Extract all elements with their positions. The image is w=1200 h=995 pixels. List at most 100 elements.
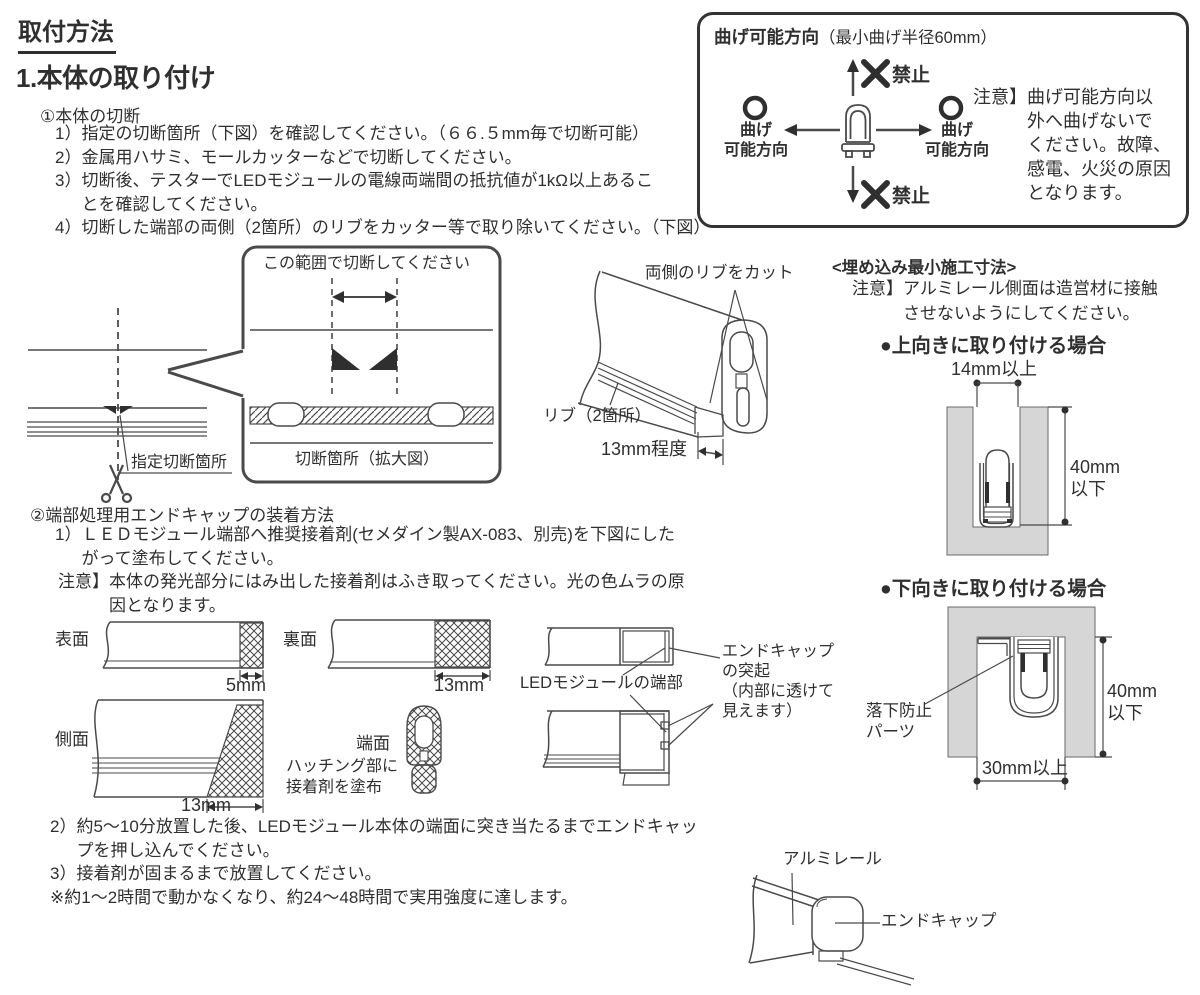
downward-install-art: [924, 606, 1112, 790]
downward-case-heading: ●下向きに取り付ける場合: [880, 578, 1107, 600]
step-text: 約1～2時間で動かなくなり、約24～48時間で実用強度に達します。: [64, 887, 578, 907]
cutting-steps: 1）指定の切断箇所（下図）を確認してください。（６６.５mm毎で切断可能） 2）…: [55, 122, 710, 240]
hatch-note-label: ハッチング部に 接着剤を塗布: [286, 758, 399, 796]
led-module-section: [985, 449, 1010, 507]
note-body: アルミレール側面は造営材に接触 させないようにしてください。: [903, 279, 1158, 323]
bend-box-title-note: （最小曲げ半径60mm）: [819, 29, 997, 47]
upward-install-art: [946, 379, 1072, 556]
prohibited-x-icon: [861, 180, 890, 209]
downward-width-dim: 30mm以上: [982, 758, 1069, 778]
prohibited-label: 禁止: [892, 65, 931, 86]
prohibited-label: 禁止: [892, 186, 931, 207]
step-text: 切断後、テスターでLEDモジュールの電線両端間の抵抗値が1kΩ以上あるこ とを確…: [81, 171, 653, 214]
led-module-section: [1020, 653, 1048, 699]
allowed-direction-label: 曲げ 可能方向: [924, 122, 989, 159]
bend-direction-box: 曲げ可能方向 （最小曲げ半径60mm） 禁止 禁止 曲げ 可能方向 曲げ 可能方…: [697, 12, 1189, 228]
prohibited-x-icon: [861, 59, 890, 88]
step-number: 2）: [50, 817, 77, 836]
back-face-strip: [327, 619, 491, 681]
module-end-label: LEDモジュールの端部: [520, 674, 683, 692]
step-item: 1）指定の切断箇所（下図）を確認してください。（６６.５mm毎で切断可能）: [55, 122, 710, 146]
cutting-section-label: ①本体の切断: [40, 107, 141, 126]
step-text: ＬＥＤモジュール端部へ推奨接着剤(セメダイン製AX-083、別売)を下図にした …: [81, 525, 675, 568]
upward-case-heading: ●上向きに取り付ける場合: [880, 335, 1107, 357]
up-arrow-icon: [847, 59, 859, 96]
step-text: 切断した端部の両側（2箇所）のリブをカッター等で取り除いてください。（下図）: [81, 218, 711, 237]
endcap-shape: [811, 896, 864, 952]
step-number: 3）: [55, 171, 82, 190]
step-item: 2）約5～10分放置した後、LEDモジュール本体の端面に突き当たるまでエンドキャ…: [50, 815, 698, 862]
step-item: ※約1～2時間で動かなくなり、約24～48時間で実用強度に達します。: [50, 886, 698, 910]
side-face-strip: [92, 699, 264, 813]
side-face-dim: 13mm: [181, 795, 232, 815]
step-text: 金属用ハサミ、モールカッターなどで切断してください。: [81, 147, 522, 167]
step-number: 1）: [55, 525, 82, 544]
endcap-label: エンドキャップ: [881, 912, 997, 930]
endcap-steps-after: 2）約5～10分放置した後、LEDモジュール本体の端面に突き当たるまでエンドキャ…: [50, 815, 698, 909]
ribs-label: リブ（2箇所）: [543, 407, 652, 425]
building-material-block: [946, 406, 1049, 556]
cut-both-ribs-label: 両側のリブをカット: [645, 264, 794, 282]
aluminum-rail-label: アルミレール: [783, 850, 882, 868]
endcap-section-label: ②端部処理用エンドキャップの装着方法: [30, 506, 335, 525]
bend-direction-art: [742, 59, 964, 209]
rib-cut-art: [577, 270, 768, 465]
note-label: 注意】: [973, 87, 1027, 107]
fall-prevention-label: 落下防止 パーツ: [866, 702, 932, 741]
front-face-strip: [102, 621, 264, 681]
step-number: 4）: [55, 218, 82, 237]
note-label: 注意】: [852, 279, 903, 298]
right-arrow-icon: [876, 124, 932, 136]
bend-box-note: 注意】 曲げ可能方向以 外へ曲げないで ください。故障、 感電、火災の原因 とな…: [973, 85, 1171, 205]
downward-height-dim: 40mm 以下: [1107, 681, 1158, 723]
endcap-note: 注意】 本体の発光部分にはみ出した接着剤はふき取ってください。光の色ムラの原 因…: [58, 570, 685, 617]
step-text: 接着剤が固まるまで放置してください。: [76, 864, 382, 883]
bend-box-title: 曲げ可能方向: [714, 27, 819, 47]
step-number: 2）: [55, 147, 82, 167]
note-label: 注意】: [58, 572, 109, 591]
allowed-direction-label: 曲げ 可能方向: [723, 122, 788, 159]
note-body: 本体の発光部分にはみ出した接着剤はふき取ってください。光の色ムラの原 因となりま…: [109, 572, 685, 615]
front-face-label: 表面: [55, 630, 89, 649]
section-heading: 1.本体の取り付け: [16, 63, 216, 93]
module-end-art: [542, 627, 721, 786]
step-number: 3）: [50, 864, 77, 883]
callout-box-art: [167, 245, 502, 484]
step-item: 4）切断した端部の両側（2箇所）のリブをカッター等で取り除いてください。（下図）: [55, 216, 710, 240]
module-end-top-view: [544, 627, 674, 666]
front-face-dim: 5mm: [226, 675, 266, 695]
page-title: 取付方法: [18, 12, 116, 54]
back-face-label: 裏面: [283, 630, 317, 649]
callout-caption: 切断箇所（拡大図）: [295, 451, 440, 468]
embed-note: 注意】 アルミレール側面は造営材に接触 させないようにしてください。: [852, 276, 1158, 326]
step-item: 3）切断後、テスターでLEDモジュールの電線両端間の抵抗値が1kΩ以上あるこ と…: [55, 169, 710, 216]
note-body: 曲げ可能方向以 外へ曲げないで ください。故障、 感電、火災の原因 となります。: [1027, 87, 1171, 203]
glue-application-art: [92, 619, 491, 813]
scissors-icon: [100, 464, 133, 504]
step-item: 1） ＬＥＤモジュール端部へ推奨接着剤(セメダイン製AX-083、別売)を下図に…: [55, 523, 675, 570]
back-face-dim: 13mm: [434, 675, 485, 695]
step-item: 3）接着剤が固まるまで放置してください。: [50, 862, 698, 886]
designated-cut-label: 指定切断箇所: [131, 454, 228, 471]
upward-width-dim: 14mm以上: [951, 359, 1038, 379]
left-arrow-icon: [784, 124, 840, 136]
cut-diagram-art: [27, 245, 768, 504]
embed-heading: <埋め込み最小施工寸法>: [832, 259, 1017, 277]
module-end-side-view: [542, 710, 670, 786]
step-text: 指定の切断箇所（下図）を確認してください。（６６.５mm毎で切断可能）: [81, 124, 649, 143]
allowed-circle-icon: [938, 95, 964, 121]
endcap-protrusion-label: エンドキャップ の突起 （内部に透けて 見えます）: [722, 643, 835, 720]
step-item: 2）金属用ハサミ、モールカッターなどで切断してください。: [55, 146, 710, 170]
rib-dim-label: 13mm程度: [601, 439, 688, 459]
allowed-circle-icon: [742, 95, 768, 121]
bend-box-title-row: 曲げ可能方向 （最小曲げ半径60mm）: [714, 24, 997, 49]
module-cross-section-icon: [841, 104, 875, 158]
step-number: 1）: [55, 124, 82, 143]
end-face-section: [406, 705, 442, 794]
fall-prevention-part: [977, 637, 1010, 656]
down-arrow-icon: [847, 166, 859, 203]
module-strip-art: [27, 308, 232, 480]
rail-endcap-art: [748, 872, 915, 986]
end-face-label: 端面: [356, 734, 390, 753]
